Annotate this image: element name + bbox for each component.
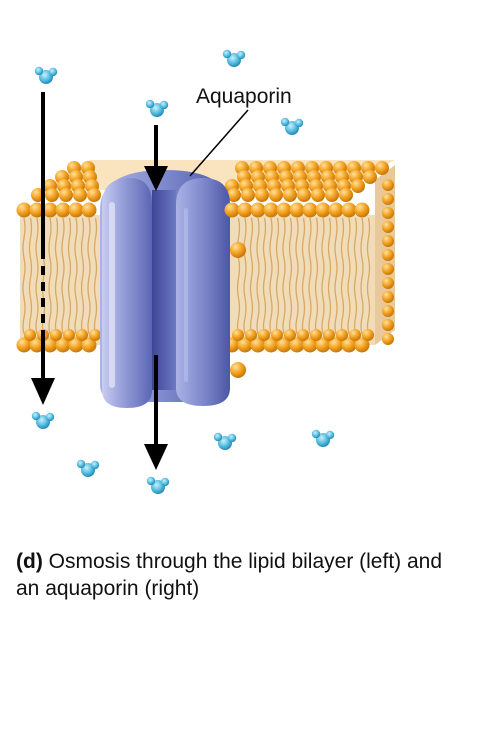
lipid-head [354, 337, 370, 353]
lipid-head [89, 329, 101, 341]
lipid-head [382, 193, 394, 205]
lipid-head [382, 263, 394, 275]
lipid-head [375, 161, 389, 175]
lipid-head [255, 188, 269, 202]
lipid-head [310, 329, 322, 341]
lipid-head [29, 202, 45, 218]
lipid-head [24, 329, 36, 341]
water-molecule-icon [34, 66, 58, 84]
lipid-head [339, 188, 353, 202]
lipid-head [227, 188, 241, 202]
caption-tag: (d) [16, 550, 43, 573]
lipid-head [382, 333, 394, 345]
lipid-head [73, 188, 87, 202]
lipid-head [50, 329, 62, 341]
lipid-head [328, 337, 344, 353]
lipid-head [315, 337, 331, 353]
aquaporin-label-text: Aquaporin [196, 85, 292, 108]
lipid-head [16, 337, 32, 353]
lipid-head [258, 329, 270, 341]
water-molecule-icon [222, 49, 246, 67]
lipid-head [45, 188, 59, 202]
lipid-head [68, 202, 84, 218]
lipid-head [29, 337, 45, 353]
lipid-head [382, 207, 394, 219]
lipid-head [241, 188, 255, 202]
lipid-head [230, 242, 246, 258]
lipid-head [55, 337, 71, 353]
lipid-head [289, 202, 305, 218]
lipid-head [325, 188, 339, 202]
lipid-head [276, 337, 292, 353]
lipid-head [42, 337, 58, 353]
lipid-head [382, 179, 394, 191]
lipid-head [323, 329, 335, 341]
lipid-head [250, 337, 266, 353]
lipid-head [224, 202, 240, 218]
lipid-head [237, 337, 253, 353]
lipid-head [283, 188, 297, 202]
lipid-head [354, 202, 370, 218]
lipid-head [336, 329, 348, 341]
lipid-head [382, 291, 394, 303]
lipid-head [363, 170, 377, 184]
water-molecule-icon [280, 117, 304, 135]
lipid-head [382, 235, 394, 247]
lipid-head [382, 249, 394, 261]
water-molecule-icon [76, 459, 100, 477]
lipid-head [315, 202, 331, 218]
lipid-head [351, 179, 365, 193]
aquaporin-protein [100, 170, 230, 408]
lipid-head [362, 329, 374, 341]
lipid-head [232, 329, 244, 341]
osmosis-diagram: Aquaporin [16, 49, 395, 494]
lipid-head [63, 329, 75, 341]
lipid-head [263, 337, 279, 353]
lipid-head [76, 329, 88, 341]
water-molecule-icon [146, 476, 170, 494]
lipid-head [297, 188, 311, 202]
lipid-head [16, 202, 32, 218]
lipid-head [382, 319, 394, 331]
lipid-head [87, 188, 101, 202]
lipid-head [328, 202, 344, 218]
lipid-head [269, 188, 283, 202]
lipid-head [250, 202, 266, 218]
lipid-head [59, 188, 73, 202]
caption-text: Osmosis through the lipid bilayer (left)… [16, 550, 443, 600]
water-molecule-icon [31, 411, 55, 429]
figure-caption: (d) Osmosis through the lipid bilayer (l… [16, 548, 456, 602]
lipid-head [68, 337, 84, 353]
lipid-head [289, 337, 305, 353]
lipid-head [284, 329, 296, 341]
lipid-head [263, 202, 279, 218]
water-molecule-icon [213, 432, 237, 450]
lipid-head [302, 202, 318, 218]
lipid-head [382, 277, 394, 289]
lipid-head [276, 202, 292, 218]
lipid-head [42, 202, 58, 218]
lipid-head [311, 188, 325, 202]
lipid-head [55, 202, 71, 218]
lipid-head [271, 329, 283, 341]
lipid-head [297, 329, 309, 341]
lipid-head [81, 337, 97, 353]
lipid-head [382, 305, 394, 317]
lipid-head [382, 221, 394, 233]
lipid-head [341, 337, 357, 353]
lipid-head [341, 202, 357, 218]
lipid-head [302, 337, 318, 353]
water-molecule-icon [145, 99, 169, 117]
lipid-head [237, 202, 253, 218]
water-molecule-icon [311, 429, 335, 447]
lipid-bilayer [16, 160, 395, 353]
lipid-head [230, 362, 246, 378]
lipid-head [81, 202, 97, 218]
aquaporin-label: Aquaporin [189, 85, 292, 177]
lipid-head [245, 329, 257, 341]
osmosis-arrows [31, 92, 168, 470]
lipid-head [349, 329, 361, 341]
